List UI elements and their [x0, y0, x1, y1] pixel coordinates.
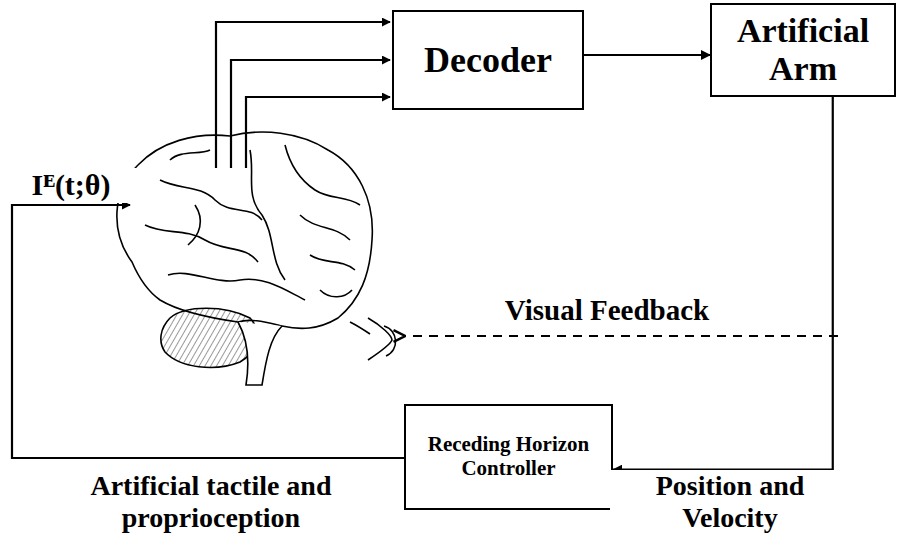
brainstem [238, 322, 282, 385]
gyrus-line [145, 225, 258, 262]
connector-arrow [613, 97, 833, 470]
gyrus-line [168, 273, 305, 300]
eye [384, 326, 396, 356]
process-box: Receding Horizon Controller [404, 404, 613, 510]
gyrus-line [285, 145, 360, 205]
visual-feedback-line [404, 335, 838, 337]
process-box: Artificial Arm [710, 3, 896, 97]
annotation-label: Artificial tactile and proprioception [36, 470, 386, 534]
gyrus-line [188, 205, 200, 245]
brain-illustration [117, 132, 396, 385]
signal-line [216, 22, 390, 168]
signal-line [246, 97, 390, 168]
cerebellum [161, 308, 257, 367]
stimulation-line [12, 205, 405, 458]
edge-label: Position and Velocity [610, 470, 850, 534]
gyrus-line [320, 290, 352, 297]
signal-label: Iᴱ(t;θ) [6, 168, 136, 203]
process-box: Decoder [392, 10, 584, 110]
gyrus-line [160, 180, 262, 220]
gyrus-line [170, 150, 210, 160]
box-label: Receding Horizon Controller [412, 433, 605, 480]
gyrus-line [310, 255, 355, 270]
signal-line [231, 60, 390, 168]
neural-signal-lines [216, 22, 390, 168]
annotation-label: Visual Feedback [470, 294, 744, 327]
eye [368, 318, 392, 360]
connector-arrow [584, 54, 710, 56]
optic-nerve [350, 322, 370, 334]
cerebrum-outline [117, 132, 372, 328]
gyrus-line [250, 150, 285, 280]
box-label: Decoder [424, 40, 552, 80]
box-label: Artificial Arm [718, 12, 888, 88]
gyrus-line [300, 215, 350, 240]
